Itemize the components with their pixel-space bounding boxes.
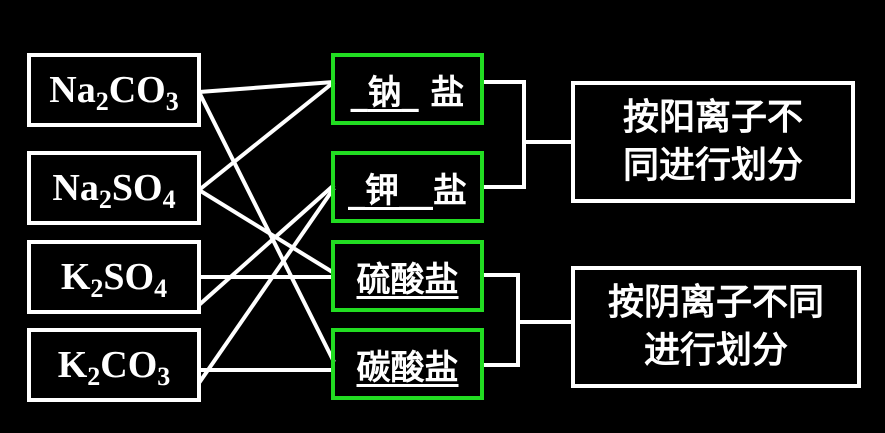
salt-fill-potassium: 钾 xyxy=(365,170,399,211)
category-box-anion: 按阴离子不同 进行划分 xyxy=(571,266,861,388)
formula-box-k2co3: K2CO3 xyxy=(27,328,201,402)
bracket-anion xyxy=(482,273,520,367)
formula-text-k2co3: K2CO3 xyxy=(57,344,171,391)
salt-text-carbonate: 碳酸盐 xyxy=(356,347,459,388)
salt-text-sodium: _钠_ 盐 xyxy=(350,72,465,113)
formula-box-na2co3: Na2CO3 xyxy=(27,53,201,127)
category-box-cation: 按阳离子不 同进行划分 xyxy=(571,81,855,203)
category-anion-line1: 按阴离子不同 xyxy=(607,282,824,323)
salt-box-sulfate: 硫酸盐 xyxy=(331,240,484,312)
salt-fill-sulfate: 硫酸 xyxy=(356,259,425,300)
salt-box-carbonate: 碳酸盐 xyxy=(331,328,484,400)
category-cation-line1: 按阳离子不 xyxy=(622,97,803,138)
formula-box-na2so4: Na2SO4 xyxy=(27,151,201,225)
connector-na2so4-sulfate xyxy=(197,188,336,275)
connector-na2so4-sodium xyxy=(197,80,336,192)
formula-text-na2co3: Na2CO3 xyxy=(49,69,179,116)
formula-text-k2so4: K2SO4 xyxy=(60,256,168,303)
category-cation-line2: 同进行划分 xyxy=(622,145,803,186)
category-anion-line2: 进行划分 xyxy=(643,330,788,371)
connector-na2co3-sodium xyxy=(198,80,335,94)
bracket-cation xyxy=(482,80,526,189)
formula-text-na2so4: Na2SO4 xyxy=(52,167,176,214)
salt-box-potassium: _钾__盐 xyxy=(331,151,484,223)
formula-box-k2so4: K2SO4 xyxy=(27,240,201,314)
salt-box-sodium: _钠_ 盐 xyxy=(331,53,484,125)
salt-fill-sodium: 钠 xyxy=(367,72,402,113)
connector-k2co3-potassium xyxy=(197,186,336,385)
salt-fill-carbonate: 碳酸 xyxy=(356,347,425,388)
salt-text-potassium: _钾__盐 xyxy=(348,170,467,211)
connector-na2co3-carbonate xyxy=(197,91,336,363)
connector-k2so4-potassium xyxy=(197,183,336,307)
salt-text-sulfate: 硫酸盐 xyxy=(356,259,459,300)
